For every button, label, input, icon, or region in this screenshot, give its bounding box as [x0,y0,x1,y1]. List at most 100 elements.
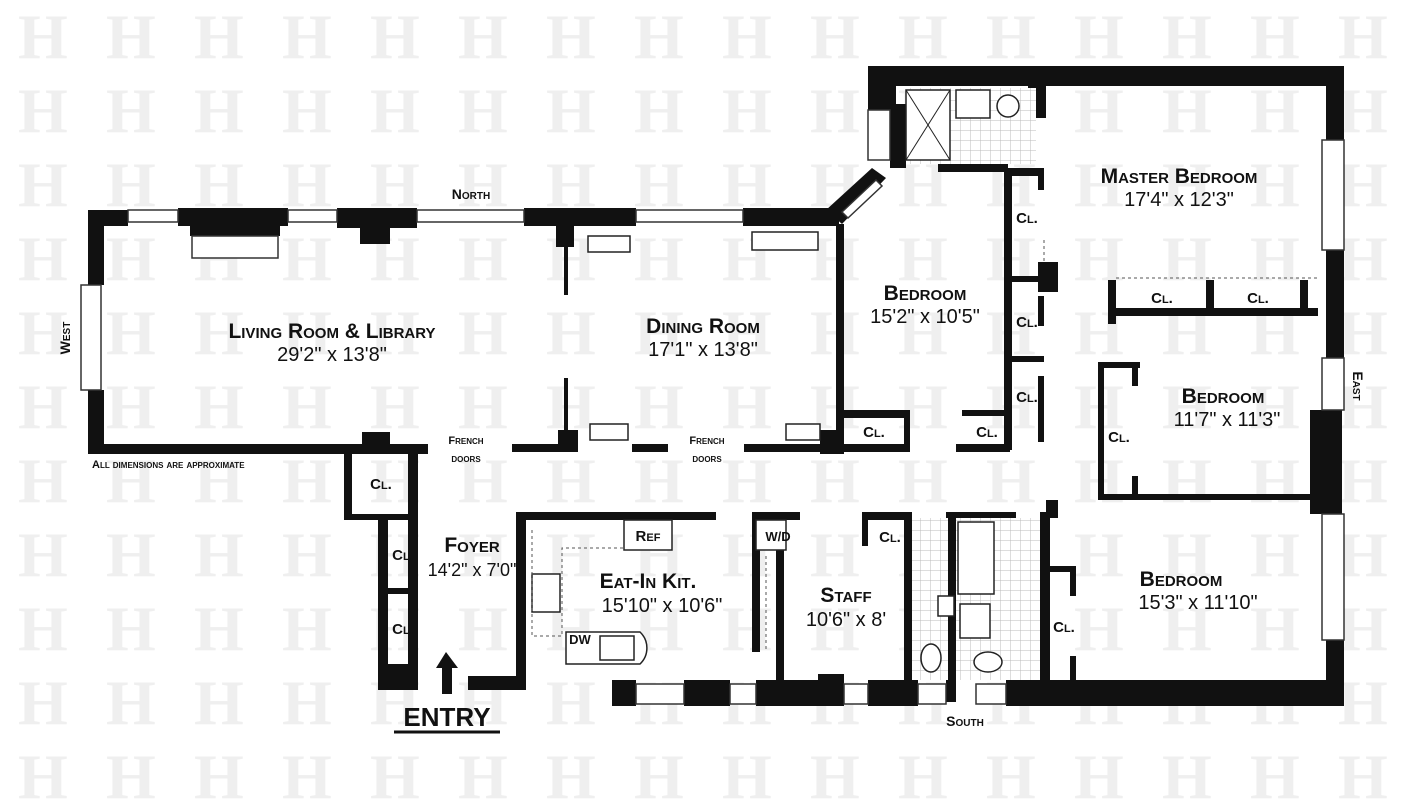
compass-north: North [452,186,490,202]
watermark-glyph: H [282,223,332,294]
watermark-glyph: H [18,149,68,220]
watermark-glyph: H [1162,75,1212,146]
closet-label: Cl. [1108,429,1130,446]
watermark-glyph: H [194,519,244,590]
watermark-glyph: H [106,593,156,664]
watermark-glyph: H [722,741,772,800]
room-dims-bedroom-center: 15'2" x 10'5" [870,306,980,328]
walls [88,66,1344,706]
watermark-glyph: H [1162,149,1212,220]
watermark-glyph: H [1250,741,1300,800]
closet-label: Cl. [1016,314,1038,331]
closet-label: Cl. [1016,389,1038,406]
watermark-glyph: H [1162,223,1212,294]
watermark-glyph: H [634,149,684,220]
watermark-glyph: H [282,149,332,220]
watermark-glyph: H [194,297,244,368]
watermark-glyph: H [1162,445,1212,516]
french-doors-label: French [689,435,724,447]
watermark-glyph: H [370,297,420,368]
watermark-glyph: H [1338,593,1388,664]
watermark-glyph: H [282,519,332,590]
room-name-bedroom-east: Bedroom [1182,385,1265,408]
watermark-glyph: H [1250,593,1300,664]
compass-west: West [57,322,73,355]
watermark-glyph: H [194,741,244,800]
watermark-glyph: H [546,1,596,72]
windows [80,109,1345,705]
watermark-glyph: H [194,1,244,72]
watermark-glyph: H [1074,149,1124,220]
watermark-glyph: H [898,223,948,294]
watermark-glyph: H [194,75,244,146]
watermark-glyph: H [722,297,772,368]
watermark-glyph: H [1338,75,1388,146]
watermark-glyph: H [1250,223,1300,294]
watermark-glyph: H [986,445,1036,516]
watermark-glyph: H [546,297,596,368]
watermark-glyph: H [106,1,156,72]
watermark-glyph: H [458,519,508,590]
watermark-glyph: H [106,75,156,146]
closet-label: Cl. [879,529,901,546]
watermark-glyph: H [18,741,68,800]
watermark-glyph: H [18,667,68,738]
watermark-glyph: H [810,75,860,146]
watermark-glyph: H [1338,149,1388,220]
watermark-glyph: H [634,741,684,800]
refrigerator-label: Ref [636,528,661,545]
watermark-glyph: H [722,75,772,146]
watermark-glyph: H [194,445,244,516]
watermark-glyph: H [18,593,68,664]
watermark-glyph: H [1074,593,1124,664]
watermark-glyph: H [282,371,332,442]
room-name-kitchen: Eat-In Kit. [600,570,697,593]
watermark-glyph: H [634,1,684,72]
watermark-glyph: H [194,371,244,442]
watermark-glyph: H [1338,519,1388,590]
room-dims-bedroom-east: 11'7" x 11'3" [1174,409,1281,431]
watermark-glyph: H [370,1,420,72]
closet-label: Cl. [1151,290,1173,307]
labels: North South West East All dimensions are… [57,165,1366,732]
watermark-glyph: H [106,519,156,590]
watermark-glyph: H [282,741,332,800]
entry-label: ENTRY [403,702,490,732]
watermark-glyph: H [810,741,860,800]
compass-east: East [1350,371,1366,400]
watermark-glyph: H [546,445,596,516]
watermark-glyph: H [1074,223,1124,294]
fixtures [394,88,1318,734]
watermark-glyph: H [1338,1,1388,72]
watermark-glyph: H [1074,1,1124,72]
watermark-glyph: H [106,741,156,800]
closet-label: Cl. [863,424,885,441]
watermark-glyph: H [810,445,860,516]
watermark-glyph: H [282,445,332,516]
watermark-glyph: H [1074,519,1124,590]
closet-label: Cl. [976,424,998,441]
watermark-glyph: H [106,297,156,368]
watermark-glyph: H [106,149,156,220]
watermark-glyph: H [1250,445,1300,516]
watermark-glyph: H [1162,1,1212,72]
closet-label: Cl. [1247,290,1269,307]
watermark-glyph: H [458,741,508,800]
watermark-glyph: H [194,593,244,664]
watermark-glyph: H [986,741,1036,800]
watermark-glyph: H [722,445,772,516]
watermark-glyph: H [546,667,596,738]
watermark-glyph: H [370,741,420,800]
watermark-glyph: H [18,445,68,516]
watermark-glyph: H [1338,371,1388,442]
watermark-glyph: H [1250,1,1300,72]
watermark-glyph: H [106,667,156,738]
watermark-glyph: H [458,445,508,516]
watermark-glyph: H [898,445,948,516]
closet-label: Cl. [392,547,414,564]
closet-label: Cl. [392,621,414,638]
watermark-glyph: H [810,1,860,72]
room-dims-master: 17'4" x 12'3" [1124,189,1234,211]
watermark-glyph: H [18,371,68,442]
room-dims-living: 29'2" x 13'8" [277,344,387,366]
